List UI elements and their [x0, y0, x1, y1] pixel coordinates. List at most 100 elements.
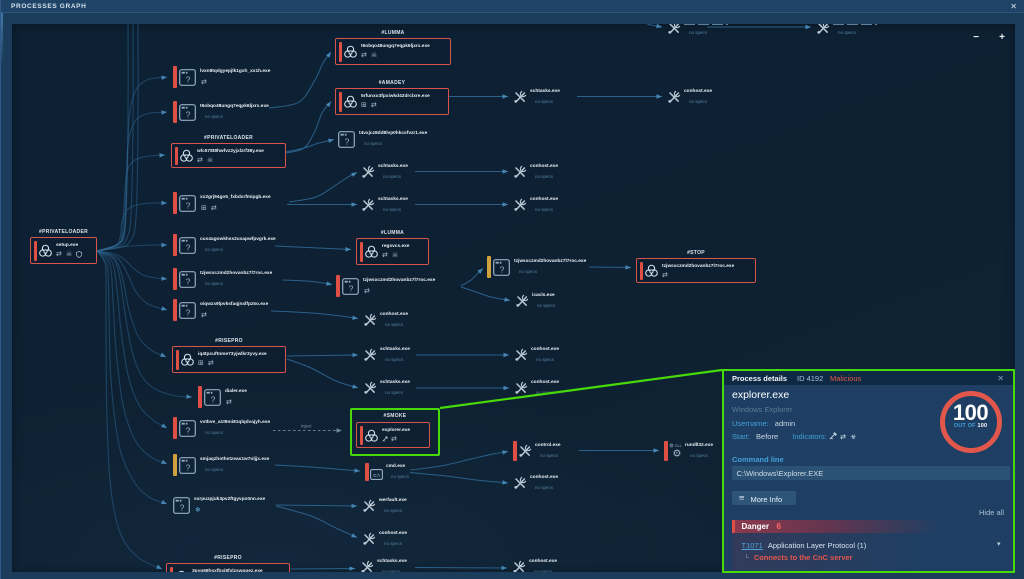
verdict-badge: Malicious [830, 374, 862, 383]
more-info-button[interactable]: ≡ More Info [731, 491, 796, 505]
left-edge-highlight [1, 13, 3, 68]
danger-label: Danger [741, 522, 770, 531]
malware-family-tag: #PRIVATELOADER [203, 134, 254, 141]
skull-icon: ☠ [370, 51, 379, 59]
svg-text:?: ? [185, 74, 190, 84]
svg-text:?: ? [185, 425, 190, 435]
no-specs-label: no specs [205, 281, 224, 286]
indicator-icons: ⊞ ⇄ [198, 360, 215, 367]
swap-icon: ⇄ [210, 203, 218, 212]
biohazard-icon [365, 245, 378, 258]
process-name-label: t6obqo48ungq7eqpk6ljxrx.exe [200, 104, 269, 109]
no-specs-label: no specs [689, 30, 708, 35]
process-icon: ? [178, 236, 196, 259]
process-name-label: conhost.exe [530, 475, 558, 480]
process-name-label: cus4agowkhss2usapwfpvgrk.exe [200, 237, 276, 242]
process-name-label: icacls.exe [532, 293, 555, 298]
process-name-label: 3pyq68hsxfbxi8fxlzswppez.exe [192, 568, 263, 574]
status-bar [338, 41, 342, 62]
no-specs-label: no specs [205, 430, 224, 435]
username-row: Username: admin [732, 419, 795, 428]
svg-text:?: ? [345, 136, 350, 146]
process-icon [667, 90, 681, 109]
hide-all-link[interactable]: Hide all [978, 507, 1004, 517]
process-icon: ? [338, 130, 355, 153]
biohazard-icon [39, 244, 52, 257]
skull-icon: ☠ [65, 250, 74, 258]
malware-family-tag: #PRIVATELOADER [38, 228, 89, 235]
panel-header: Process details ID 4192 Malicious ✕ [724, 371, 1013, 385]
tools-icon [514, 198, 527, 211]
command-line-value: C:\Windows\Explorer.EXE [736, 469, 824, 478]
process-name-label: tzjwsxczmd2hovanbz7l7roc.exe [363, 278, 436, 283]
process-icon [514, 348, 528, 367]
grid-icon: ⊞ [361, 101, 368, 109]
process-name-label: tzjwsxczmd2hovanbz7l7roc.exe [514, 259, 587, 264]
command-line-field[interactable]: C:\Windows\Explorer.EXE [731, 465, 1010, 480]
panel-close-icon[interactable]: ✕ [997, 373, 1004, 383]
malware-family-tag: #RISEPRO [215, 337, 243, 344]
shield-icon [76, 251, 83, 258]
indicator-icons: ⇄ [201, 78, 208, 86]
danger-section-header[interactable]: Danger 6 [731, 519, 1010, 533]
swap-icon: ⇄ [840, 433, 848, 441]
tools-icon [361, 560, 374, 573]
close-icon[interactable]: ✕ [1010, 2, 1017, 11]
biohazard-icon [38, 243, 53, 261]
no-specs-label: no specs [536, 390, 555, 395]
svg-text:C:\: C:\ [373, 472, 380, 478]
technique-name: Application Layer Protocol (1) [767, 541, 867, 550]
tools-icon [516, 294, 529, 307]
status-bar [487, 256, 491, 278]
svg-text:⚙: ⚙ [669, 444, 674, 450]
malware-family-tag: #LUMMA [381, 29, 405, 36]
indicator-icons: ⇄ [382, 436, 398, 443]
application-window-icon: ? [178, 270, 196, 288]
sub-technique-text[interactable]: Connects to the CnC server [753, 553, 853, 562]
technique-link[interactable]: T1071 [741, 541, 763, 550]
status-bar [173, 192, 177, 214]
process-icon [514, 381, 528, 400]
process-name-label: iq4tpcuftnme73yjwlkr3yvy.exe [198, 351, 267, 357]
swap-icon: ⇄ [370, 101, 378, 109]
zoom-in-button[interactable]: + [999, 32, 1005, 43]
chevron-down-icon[interactable]: ▾ [996, 540, 1001, 548]
skull-icon: ☠ [391, 251, 400, 259]
graph-viewport[interactable]: inject #PRIVATELOADER setup.exe⇄ ☠ ? lvx… [12, 24, 1015, 573]
process-icon [816, 24, 830, 40]
status-bar [365, 463, 369, 481]
process-icon: ? [178, 301, 196, 324]
svg-text:?: ? [499, 264, 504, 274]
process-icon [361, 198, 375, 217]
indicator-icons: ❄ [195, 506, 202, 514]
malicious-node-box[interactable] [166, 563, 290, 573]
swap-icon: ⇄ [56, 250, 63, 258]
biohazard-icon [365, 429, 378, 442]
application-window-icon: ? [173, 496, 190, 514]
biohazard-icon [364, 244, 379, 262]
no-specs-label: no specs [838, 30, 857, 35]
process-icon [513, 90, 527, 109]
tools-icon [363, 532, 376, 545]
process-icon: ? [341, 277, 359, 300]
application-window-icon: ? [203, 388, 221, 406]
zoom-out-button[interactable]: − [973, 32, 979, 43]
malicious-node-box[interactable] [335, 88, 449, 115]
process-name-label: lvxn8tqdgyepjlk1gxh_xx1h.exe [200, 69, 271, 74]
no-specs-label: no specs [384, 541, 403, 546]
application-window-icon: ? [178, 301, 196, 319]
process-icon [362, 532, 376, 551]
biohazard-icon [344, 45, 357, 58]
malicious-node-box[interactable] [356, 238, 429, 265]
indicator-icons: ⊞ ⇄ [361, 102, 378, 109]
tools-icon [364, 313, 377, 326]
no-specs-label: no specs [383, 206, 402, 212]
malicious-node-box[interactable] [356, 422, 430, 448]
status-bar [169, 566, 173, 573]
swap-icon: ⇄ [662, 271, 669, 279]
cmd-icon: C:\ [369, 468, 383, 480]
no-specs-label: no specs [535, 206, 554, 212]
svg-text:?: ? [185, 307, 190, 317]
svg-text:?: ? [210, 394, 215, 404]
technique-row: T1071 Application Layer Protocol (1) [742, 541, 867, 550]
